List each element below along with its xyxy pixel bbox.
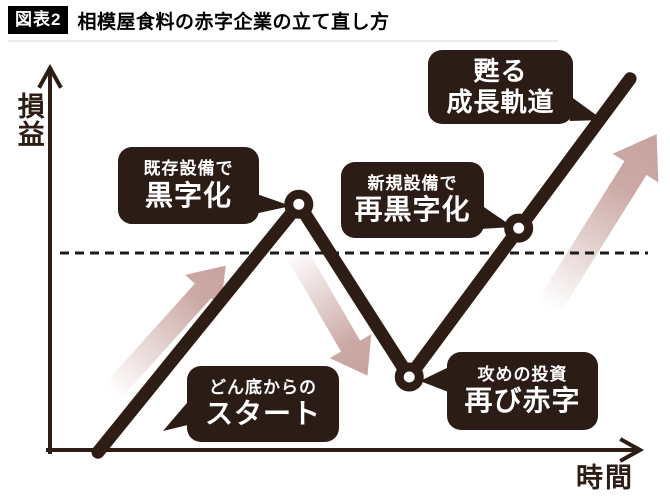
bubble-akaji: 攻めの投資 再び赤字 — [447, 352, 598, 430]
x-axis-arrowhead-icon — [619, 437, 645, 463]
bubble-tail-kurojika — [254, 193, 291, 214]
bubble-tail-saikurojika — [478, 203, 513, 229]
bubble-saikurojika-line1: 新規設備で — [367, 173, 458, 193]
bubble-yomigaeru-line2: 成長軌道 — [446, 86, 555, 117]
bubble-akaji-line2: 再び赤字 — [464, 385, 581, 417]
bubble-akaji-line1: 攻めの投資 — [477, 364, 568, 384]
y-axis-arrowhead-icon — [37, 63, 63, 89]
bubble-donzoko: どん底からの スタート — [187, 366, 339, 442]
bubble-donzoko-line2: スタート — [204, 398, 321, 430]
figure-title: 相模屋食料の赤字企業の立て直し方 — [77, 11, 390, 33]
trend-arrow-up-icon — [103, 265, 226, 400]
bubble-tail-donzoko — [163, 397, 192, 431]
bubble-tail-akaji — [420, 366, 451, 393]
turning-point-nodes — [284, 189, 534, 392]
bubble-saikurojika: 新規設備で 再黒字化 — [341, 162, 484, 238]
bubble-yomigaeru-line1: 甦る — [473, 56, 528, 87]
bubble-kurojika-line2: 黒字化 — [144, 179, 232, 211]
turning-point-node — [504, 213, 534, 243]
x-axis-label: 時間 — [576, 463, 634, 493]
bubble-kurojika-line1: 既存設備で — [143, 159, 234, 179]
figure-header: 図表2 相模屋食料の赤字企業の立て直し方 — [8, 6, 389, 34]
bubble-saikurojika-line2: 再黒字化 — [354, 194, 471, 226]
trend-arrow-up-right-icon — [536, 134, 659, 315]
bubble-kurojika: 既存設備で 黒字化 — [118, 147, 259, 224]
figure-number-badge: 図表2 — [8, 6, 69, 34]
trend-arrow-down-icon — [285, 244, 372, 376]
bubble-tail-yomigaeru — [566, 93, 603, 121]
turning-point-node — [284, 189, 314, 219]
y-axis-label: 損益 — [13, 92, 44, 148]
bubble-donzoko-line1: どん底からの — [209, 377, 317, 397]
bubble-yomigaeru: 甦る 成長軌道 — [428, 50, 573, 124]
header-divider — [8, 40, 558, 42]
turning-point-node — [394, 362, 424, 392]
